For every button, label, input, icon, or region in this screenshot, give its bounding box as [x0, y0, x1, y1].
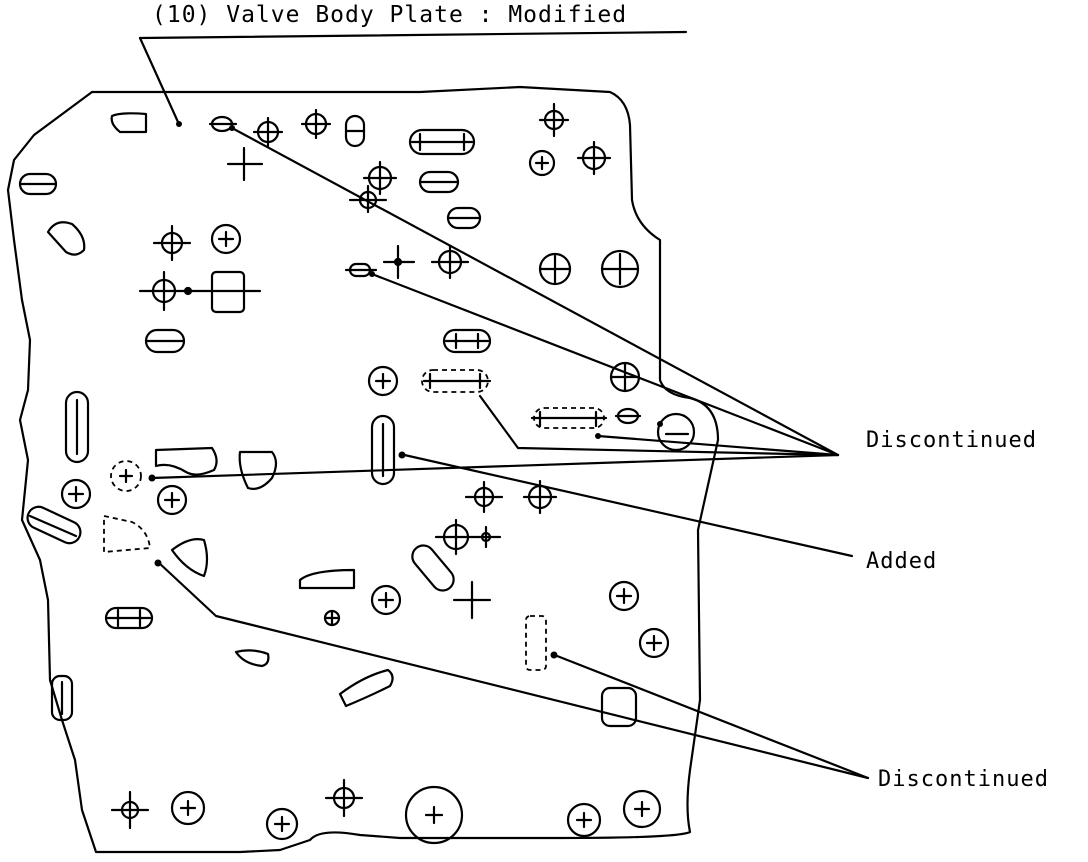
callout-discontinued-lower: Discontinued [878, 767, 1049, 792]
callout-added: Added [866, 549, 938, 574]
title-leader-dot [176, 121, 182, 127]
plate-outline [6, 85, 720, 854]
diagram-title: (10) Valve Body Plate : Modified [152, 2, 628, 28]
title-leader [138, 36, 180, 124]
callout-discontinued-upper: Discontinued [866, 428, 1037, 453]
leaders-discontinued-upper [148, 125, 840, 482]
leader-added [398, 451, 854, 558]
leaders-discontinued-lower [154, 559, 870, 780]
plate-holes [18, 102, 696, 845]
title-underline [138, 30, 688, 40]
